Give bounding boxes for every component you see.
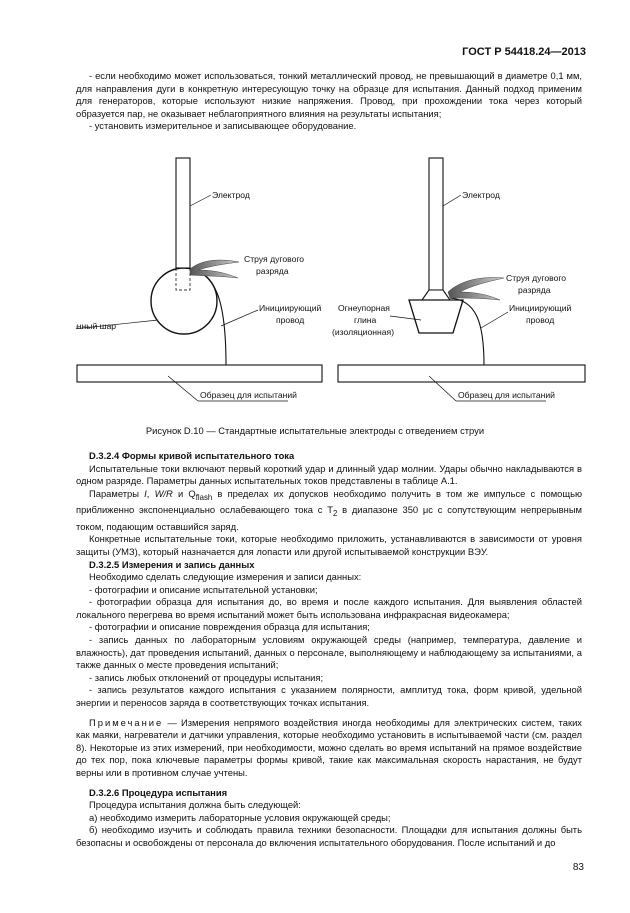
intro-block: - если необходимо может использоваться, … [76, 70, 582, 133]
leader-line [167, 375, 199, 402]
leader-line [220, 309, 259, 327]
list-item: а) необходимо измерить лабораторные усло… [89, 811, 391, 823]
paragraph-measurements-intro: Необходимо сделать следующие измерения и… [89, 571, 362, 583]
list-item: - фотографии и описание повреждения обра… [89, 621, 370, 633]
list-item: б) необходимо изучить и соблюдать правил… [76, 824, 582, 848]
list-item: - запись любых отклонений от процедуры и… [89, 671, 324, 683]
list-item: - фотографии и описание испытательной ус… [89, 583, 318, 595]
label-arc-jet-line2: разряда [256, 266, 289, 276]
figure-caption: Рисунок D.10 — Стандартные испытательные… [145, 425, 485, 436]
electrode-hidden-part [175, 268, 191, 291]
list-item: - фотографии образца для испытания до, в… [76, 596, 582, 620]
leader-line [189, 194, 212, 207]
left-assembly: Электрод Струя дугового разряда Иницииру… [35, 157, 323, 402]
left-electrode-rod [175, 157, 191, 269]
label-refractory-clay-line2: глина [354, 315, 377, 325]
paragraph-specific-currents: Конкретные испытательные токи, которые н… [76, 533, 582, 557]
note-label: Примечание [89, 716, 164, 728]
electrode-tip [420, 289, 452, 301]
note-text: — Измерения непрямого воздействия иногда… [76, 716, 582, 778]
list-item: - запись результатов каждого испытания с… [76, 684, 582, 709]
leader-line [480, 311, 509, 329]
refractory-clay [408, 299, 464, 334]
label-insulating-ball: Изоляционный шар [76, 321, 116, 331]
label-arc-jet-line2: разряда [518, 285, 551, 295]
label-initiating-wire-line2: провод [276, 315, 304, 325]
electrodes-diagram: Электрод Струя дугового разряда Иницииру… [35, 157, 586, 402]
paragraph-parameters: Параметры I, W/R и Qflash в пределах их … [76, 487, 582, 532]
leader-line [428, 375, 457, 402]
note-paragraph: Примечание — Измерения непрямого воздейс… [76, 717, 582, 780]
figure-d10: Электрод Струя дугового разряда Иницииру… [35, 150, 586, 412]
paragraph-procedure-intro: Процедура испытания должна быть следующе… [89, 799, 301, 811]
intro-paragraph-equipment: - установить измерительное и записывающе… [89, 120, 357, 132]
document-id-header: ГОСТ Р 54418.24—2013 [462, 46, 586, 58]
right-arc-jet [447, 277, 505, 301]
label-refractory-clay: Огнеупорная [338, 303, 390, 313]
page-number: 83 [572, 862, 584, 873]
paragraph-test-currents: Испытательные токи включают первый корот… [76, 462, 582, 487]
left-sample-plate [76, 364, 323, 383]
label-initiating-wire-line2: провод [526, 315, 554, 325]
right-initiating-wire [449, 297, 485, 366]
label-initiating-wire: Инициирующий [509, 303, 572, 313]
label-arc-jet: Струя дугового [506, 273, 566, 283]
right-sample-plate [337, 364, 586, 383]
label-refractory-clay-line3: (изоляционная) [332, 327, 394, 337]
label-electrode: Электрод [212, 190, 250, 200]
section-heading-3-2-6: D.3.2.6 Процедура испытания [89, 786, 228, 798]
body-text: D.3.2.4 Формы кривой испытательного тока… [76, 450, 582, 850]
label-sample: Образец для испытаний [458, 390, 555, 400]
leader-line [389, 315, 422, 321]
right-assembly: Электрод Струя дугового разряда Огнеупор… [332, 157, 586, 402]
right-electrode-rod [428, 157, 444, 291]
label-electrode: Электрод [462, 190, 500, 200]
label-sample: Образец для испытаний [200, 390, 297, 400]
label-arc-jet: Струя дугового [244, 254, 304, 264]
section-heading-3-2-5: D.3.2.5 Измерения и запись данных [89, 558, 255, 570]
label-initiating-wire: Инициирующий [259, 303, 322, 313]
section-heading-3-2-4: D.3.2.4 Формы кривой испытательного тока [89, 450, 295, 461]
list-item: - запись данных по лабораторным условиям… [76, 634, 582, 671]
intro-paragraph-wire: - если необходимо может использоваться, … [76, 70, 582, 119]
leader-line [442, 194, 462, 207]
left-arc-jet [189, 259, 240, 279]
